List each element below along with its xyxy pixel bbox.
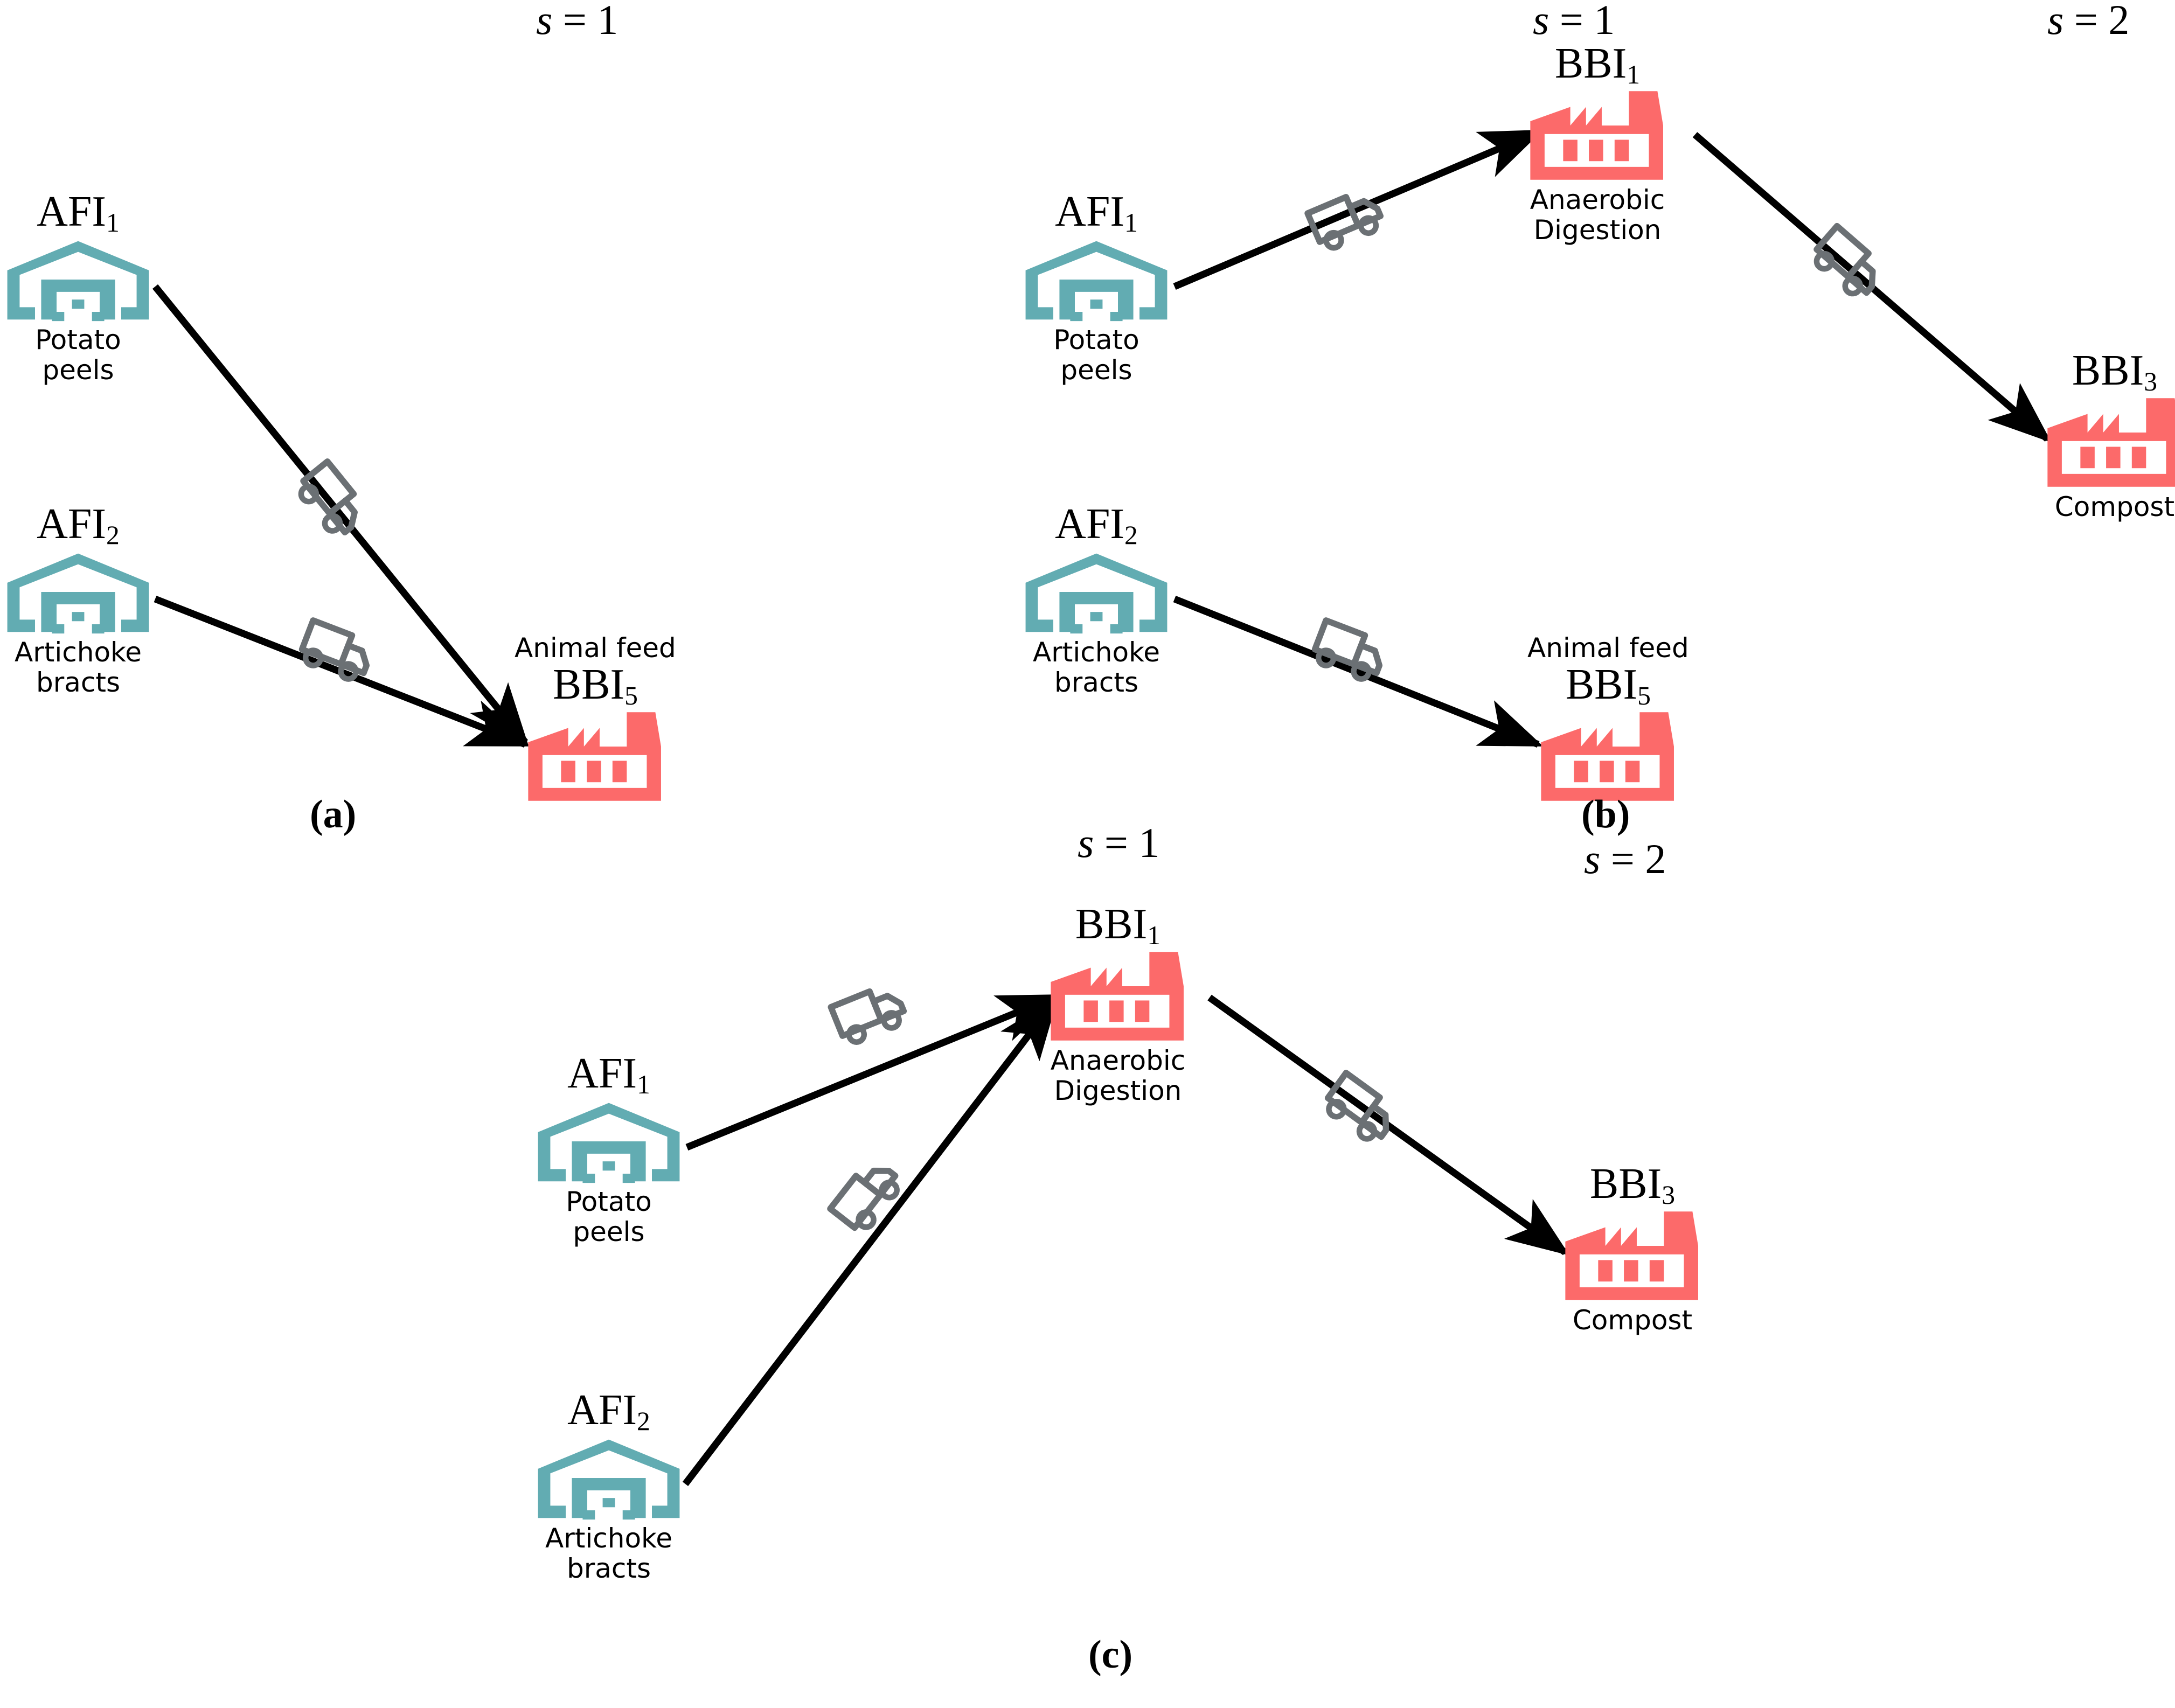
- node-c-afi1-label: AFI1: [567, 1050, 650, 1099]
- stage-label-a-s1: s = 1: [536, 0, 618, 44]
- factory-icon: [1535, 709, 1681, 804]
- truck-icon: [291, 613, 385, 694]
- factory-icon: [2042, 395, 2175, 490]
- edge-c-afi2-bbi1: [682, 996, 1059, 1486]
- node-c-bbi3-label: BBI3: [1589, 1160, 1676, 1210]
- truck-icon: [1801, 218, 1897, 312]
- node-b-bbi5-label: BBI5: [1565, 661, 1651, 710]
- node-c-afi1[interactable]: AFI1 Potato peels: [531, 1050, 687, 1248]
- panel-label-c: (c): [1088, 1633, 1133, 1677]
- node-a-afi1-caption: Potato peels: [35, 324, 121, 386]
- node-c-afi2-label: AFI2: [567, 1386, 650, 1436]
- node-c-bbi3[interactable]: BBI3 Compost: [1560, 1160, 1705, 1336]
- node-a-afi2[interactable]: AFI2 Artichoke bracts: [0, 500, 156, 699]
- warehouse-icon: [1018, 236, 1175, 323]
- warehouse-icon: [531, 1098, 687, 1184]
- panel-label-b: (b): [1581, 792, 1630, 836]
- node-b-bbi5[interactable]: Animal feed BBI5: [1527, 633, 1689, 804]
- panel-label-a: (a): [310, 792, 357, 836]
- node-a-afi2-label: AFI2: [37, 500, 120, 550]
- node-b-afi1-label: AFI1: [1055, 188, 1138, 238]
- node-a-afi1[interactable]: AFI1 Potato peels: [0, 188, 156, 386]
- node-c-afi1-caption: Potato peels: [566, 1186, 652, 1248]
- node-b-bbi3[interactable]: BBI3 Compost: [2042, 347, 2175, 523]
- stage-label-value: 1: [597, 0, 619, 43]
- node-c-bbi1-caption: Anaerobic Digestion: [1050, 1045, 1186, 1107]
- stage-label-c-s2: s = 2: [1584, 835, 1666, 882]
- truck-icon: [825, 973, 919, 1055]
- node-b-bbi3-caption: Compost: [2054, 491, 2175, 523]
- stage-label-b-s1: s = 1: [1533, 0, 1615, 43]
- node-a-bbi5[interactable]: Animal feed BBI5: [515, 633, 676, 804]
- node-b-afi1-caption: Potato peels: [1053, 324, 1139, 386]
- truck-icon: [1314, 1065, 1410, 1156]
- node-a-afi1-label: AFI1: [37, 188, 120, 238]
- stage-label-c-s1: s = 1: [1078, 819, 1160, 866]
- node-b-afi2[interactable]: AFI2 Artichoke bracts: [1018, 500, 1175, 699]
- node-a-bbi5-caption: Animal feed: [515, 632, 676, 664]
- factory-icon: [1045, 949, 1191, 1043]
- node-a-afi2-caption: Artichoke bracts: [15, 637, 142, 699]
- node-a-bbi5-label: BBI5: [552, 661, 638, 710]
- truck-icon: [286, 454, 379, 550]
- warehouse-icon: [0, 549, 156, 635]
- truck-icon: [1304, 613, 1398, 694]
- truck-icon: [822, 1146, 915, 1243]
- stage-label-variable: s: [536, 0, 553, 43]
- warehouse-icon: [0, 236, 156, 323]
- node-b-afi1[interactable]: AFI1 Potato peels: [1018, 188, 1175, 386]
- node-c-bbi1[interactable]: BBI1 Anaerobic Digestion: [1045, 901, 1191, 1107]
- stage-label-b-s2: s = 2: [2047, 0, 2130, 43]
- node-b-bbi3-label: BBI3: [2072, 347, 2158, 396]
- node-c-bbi3-caption: Compost: [1572, 1305, 1693, 1336]
- node-b-afi2-label: AFI2: [1055, 500, 1138, 550]
- node-b-afi2-caption: Artichoke bracts: [1033, 637, 1160, 699]
- stage-label-equals: =: [552, 0, 597, 43]
- truck-icon: [1301, 178, 1395, 261]
- factory-icon: [523, 709, 668, 804]
- factory-icon: [1525, 88, 1670, 183]
- node-b-bbi5-caption: Animal feed: [1527, 632, 1689, 664]
- node-b-bbi1-caption: Anaerobic Digestion: [1530, 184, 1665, 246]
- node-c-bbi1-label: BBI1: [1075, 901, 1161, 950]
- node-b-bbi1-label: BBI1: [1554, 40, 1641, 89]
- factory-icon: [1560, 1209, 1705, 1303]
- node-c-afi2[interactable]: AFI2 Artichoke bracts: [531, 1386, 687, 1585]
- warehouse-icon: [1018, 549, 1175, 635]
- node-c-afi2-caption: Artichoke bracts: [545, 1523, 672, 1585]
- warehouse-icon: [531, 1435, 687, 1521]
- node-b-bbi1[interactable]: BBI1 Anaerobic Digestion: [1525, 40, 1670, 246]
